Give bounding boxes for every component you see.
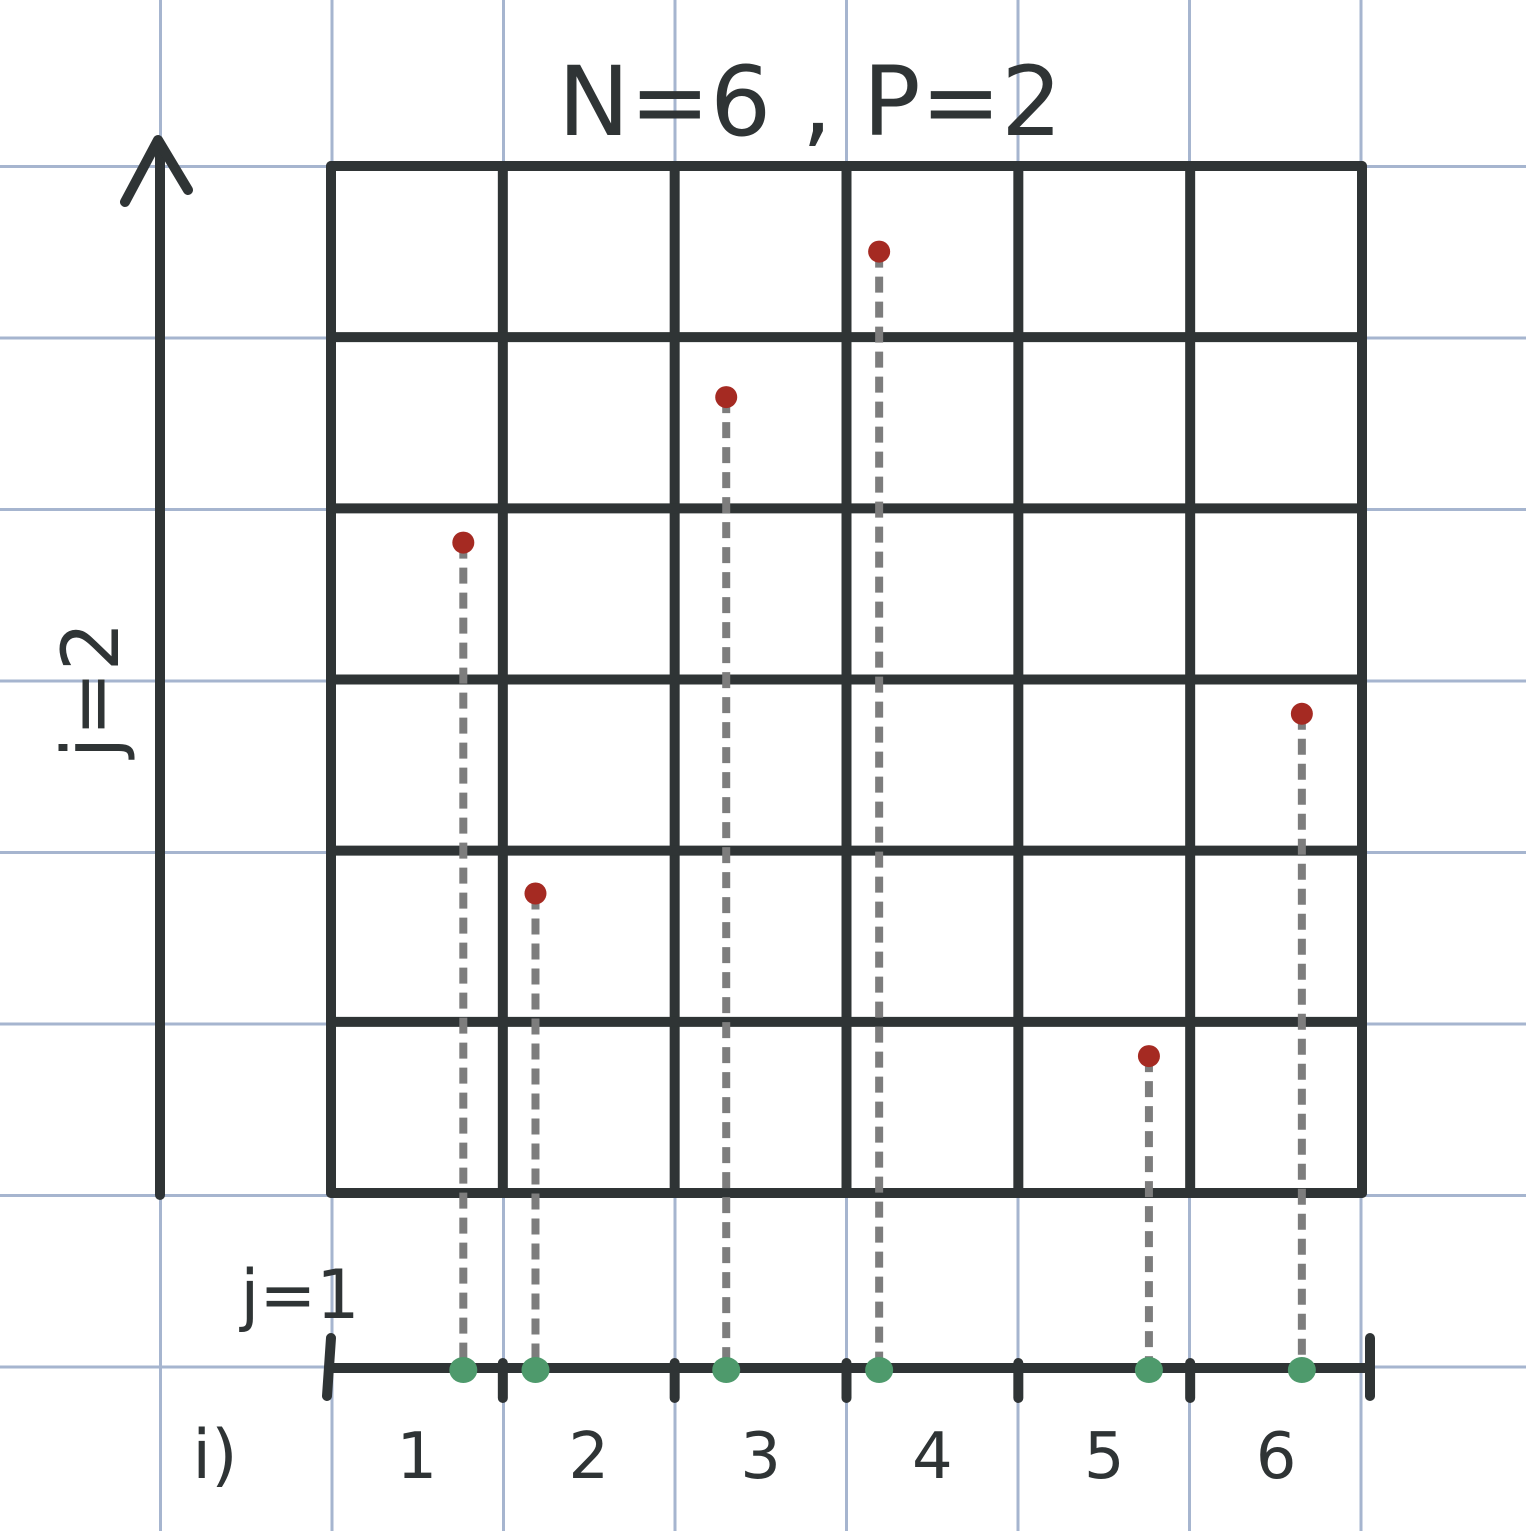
column-label: 3 xyxy=(740,1420,781,1494)
column-label: 1 xyxy=(397,1420,438,1494)
points-1d xyxy=(449,1357,1316,1383)
data-point-2d xyxy=(1290,702,1313,725)
horizontal-axis xyxy=(322,1333,1375,1403)
vertical-axis xyxy=(120,135,193,1200)
projected-point-1d xyxy=(1134,1357,1163,1383)
main-grid xyxy=(326,161,1367,1198)
column-label: 5 xyxy=(1084,1420,1125,1494)
data-point-2d xyxy=(868,240,891,263)
projected-point-1d xyxy=(521,1357,550,1383)
data-point-2d xyxy=(452,531,475,554)
data-point-2d xyxy=(715,386,738,409)
title: N=6 , P=2 xyxy=(558,46,1062,158)
column-labels: 1 2 3 4 5 6 xyxy=(397,1420,1297,1494)
column-label: 4 xyxy=(912,1420,953,1494)
projected-point-1d xyxy=(865,1357,894,1383)
points-2d xyxy=(452,240,1313,1068)
horizontal-axis-label: j=1 xyxy=(238,1256,359,1335)
projected-point-1d xyxy=(1287,1357,1316,1383)
projection-lines xyxy=(459,251,1306,1368)
vertical-axis-label: j=2 xyxy=(47,622,137,761)
baseline-tick xyxy=(322,1333,336,1401)
projected-point-1d xyxy=(449,1357,478,1383)
index-label: i) xyxy=(192,1416,237,1495)
projected-point-1d xyxy=(712,1357,741,1383)
column-label: 2 xyxy=(568,1420,609,1494)
arrow-head-icon xyxy=(120,135,193,207)
data-point-2d xyxy=(1137,1045,1160,1068)
data-point-2d xyxy=(524,882,547,905)
column-label: 6 xyxy=(1256,1420,1297,1494)
